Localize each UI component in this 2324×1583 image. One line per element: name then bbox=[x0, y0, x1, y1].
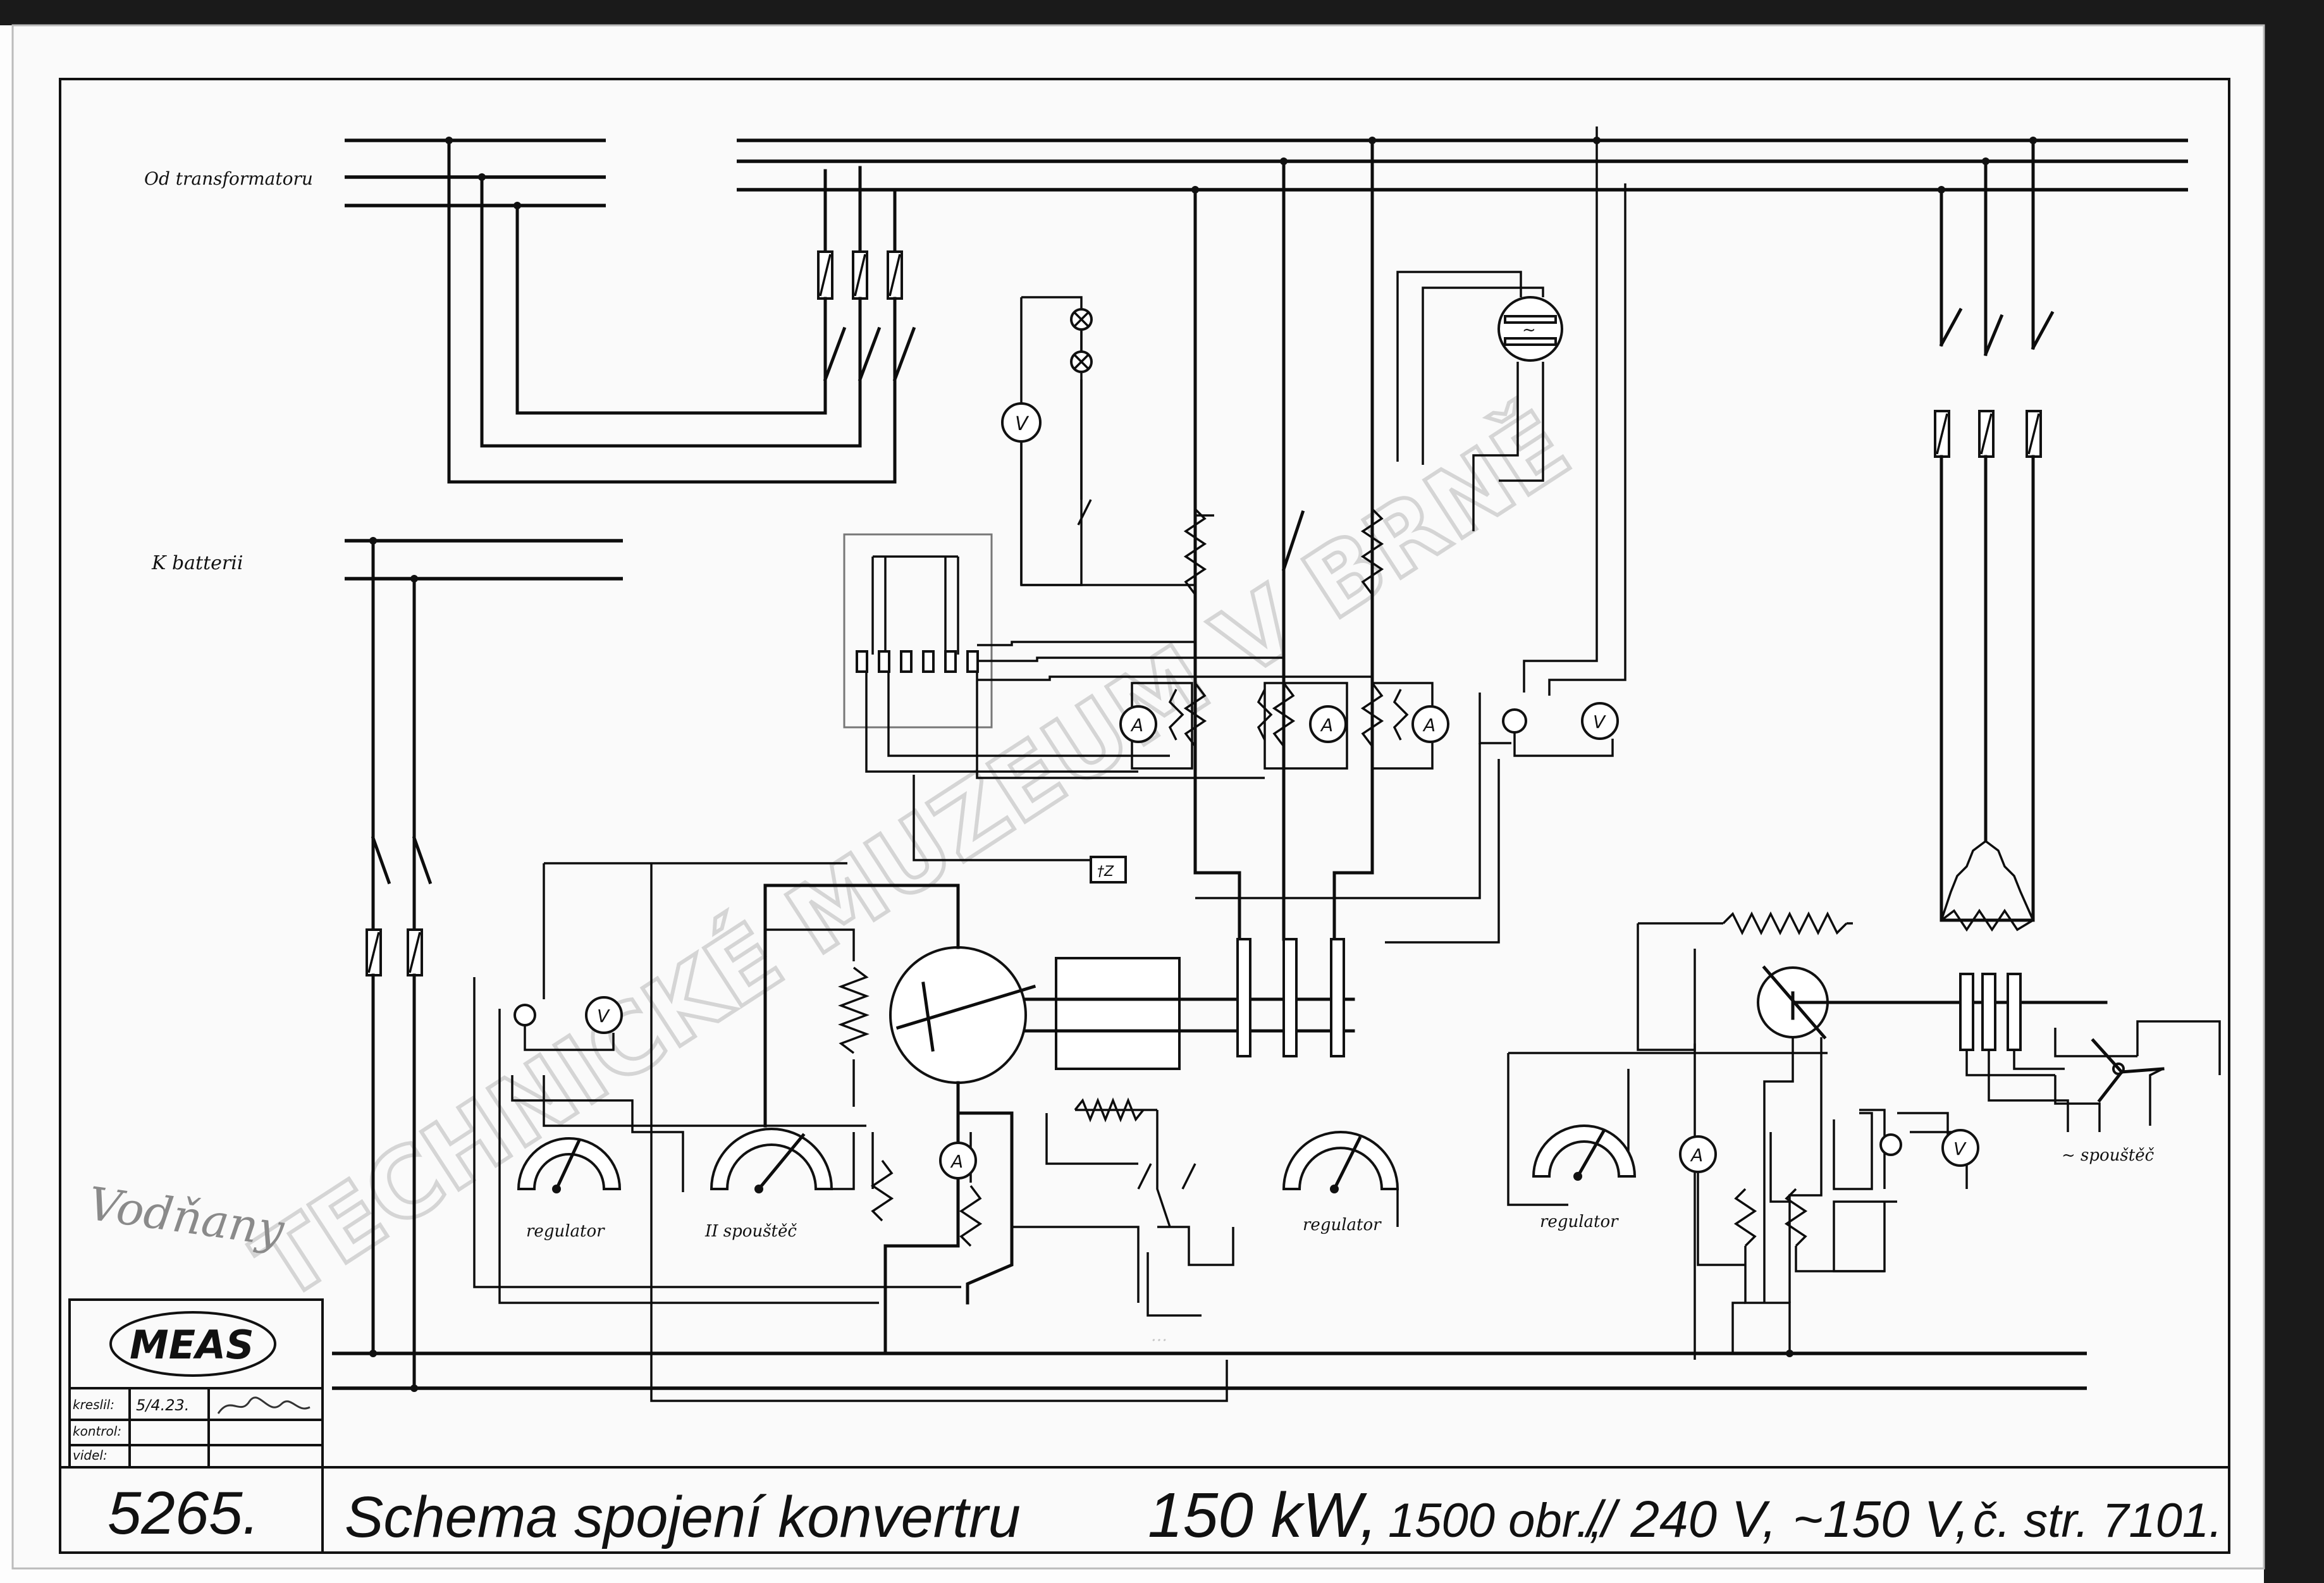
title-page-ref: č. str. 7101. bbox=[1973, 1494, 2222, 1548]
ammeter-phase-2-label: A bbox=[1320, 715, 1333, 736]
regulator-left-label: regulator bbox=[526, 1222, 605, 1241]
lamp-2 bbox=[1070, 350, 1093, 373]
voltmeter-right: V bbox=[1879, 1129, 1979, 1167]
regulator-middle-dial bbox=[1282, 1131, 1399, 1227]
title-power: 150 kW, bbox=[1148, 1480, 1377, 1551]
right-rings bbox=[1959, 973, 2069, 1132]
company-logo: MEAS bbox=[130, 1322, 254, 1368]
ammeter-phase-1: A bbox=[1119, 705, 1157, 743]
ac-voltmeter-label: V bbox=[1593, 711, 1606, 732]
rotary-converter bbox=[763, 884, 1355, 1162]
voltmeter-right-label: V bbox=[1953, 1138, 1967, 1159]
ammeter-right-label: A bbox=[1690, 1145, 1703, 1166]
earth-box: †Z bbox=[913, 775, 1127, 884]
right-dc-machine bbox=[1637, 911, 2108, 1360]
paper-sheet bbox=[11, 24, 2265, 1570]
ammeter-phase-3-label: A bbox=[1422, 715, 1436, 736]
label-to-battery: K batterii bbox=[151, 552, 243, 574]
scan-edge-right bbox=[2264, 0, 2324, 1583]
ammeter-right: A bbox=[1679, 1135, 1717, 1173]
drawing-title: Schema spojení konvertru bbox=[345, 1485, 1021, 1549]
ac-starter-switch bbox=[2054, 1020, 2221, 1132]
ac-fuses-upper bbox=[817, 250, 916, 484]
title-dc-voltage: // 240 V, bbox=[1584, 1491, 1776, 1548]
regulator-right-dial bbox=[1532, 1124, 1637, 1181]
lamp-1 bbox=[1070, 308, 1093, 331]
pencil-scribble-1: … bbox=[1151, 1326, 1167, 1345]
starter-dc-label: II spouštěč bbox=[704, 1222, 797, 1241]
approved-label: videl: bbox=[73, 1448, 108, 1463]
voltmeter-sync-label: V bbox=[1015, 413, 1030, 435]
dc-busbars bbox=[332, 1350, 2087, 1392]
ac-supply-busbars bbox=[345, 139, 2188, 207]
regulator-right-label: regulator bbox=[1540, 1212, 1619, 1231]
slip-ring-feeders bbox=[1183, 137, 1384, 941]
title-speed: 1500 obr., bbox=[1388, 1494, 1602, 1548]
battery-busbars bbox=[345, 537, 623, 1390]
delta-winding bbox=[1940, 840, 2034, 932]
right-ac-branch bbox=[1934, 137, 2055, 922]
regulator-left-dial bbox=[517, 1137, 622, 1193]
title-block bbox=[60, 1298, 2229, 1553]
ammeter-phase-3: A bbox=[1411, 705, 1449, 743]
starter-dc-dial bbox=[710, 1128, 855, 1193]
right-panel-feeds bbox=[1523, 126, 1626, 696]
signature bbox=[217, 1396, 310, 1414]
voltmeter-dc-label: V bbox=[597, 1006, 610, 1026]
scan-edge-top bbox=[0, 0, 2324, 25]
drawing-frame bbox=[59, 78, 2230, 1554]
ac-voltmeter-switch: V bbox=[1195, 693, 1619, 944]
drawn-label: kreslil: bbox=[73, 1397, 114, 1412]
synchroscope-label: ~ bbox=[1522, 321, 1536, 340]
drawn-date: 5/4.23. bbox=[136, 1396, 189, 1414]
regulator-middle-label: regulator bbox=[1303, 1216, 1382, 1235]
middle-regulator-group bbox=[1012, 1097, 1234, 1317]
voltmeter-dc: V bbox=[513, 996, 623, 1051]
right-regulator-group bbox=[1507, 1052, 1968, 1357]
voltmeter-sync: V bbox=[1001, 402, 1042, 443]
checked-label: kontrol: bbox=[73, 1424, 121, 1439]
drawing-number: 5265. bbox=[108, 1479, 259, 1547]
ammeter-phase-1-label: A bbox=[1130, 715, 1143, 736]
starter-ac-label: ~ spouštěč bbox=[2062, 1146, 2155, 1165]
logo-oval bbox=[109, 1311, 276, 1377]
ammeter-phase-2: A bbox=[1309, 705, 1347, 743]
relay-panel bbox=[843, 533, 1372, 779]
synchroscope: ~ bbox=[1396, 271, 1563, 531]
label-from-transformer: Od transformatoru bbox=[144, 168, 313, 189]
ammeter-dc-label: A bbox=[950, 1151, 963, 1172]
title-ac-voltage: ~150 V, bbox=[1793, 1491, 1969, 1548]
left-regulator-group bbox=[473, 862, 1228, 1402]
earth-box-label: †Z bbox=[1097, 864, 1114, 880]
ammeter-dc: A bbox=[939, 1142, 977, 1180]
